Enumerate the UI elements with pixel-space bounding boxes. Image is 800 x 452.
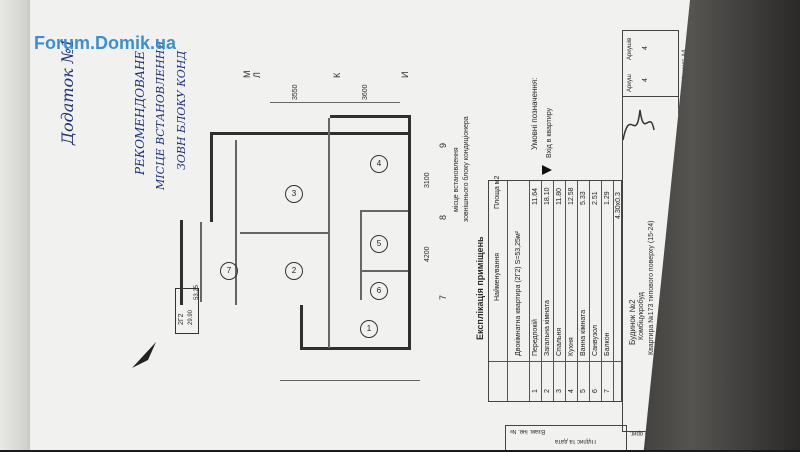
table-row-name: Санвузол <box>592 325 599 356</box>
dimension-label: 3100 <box>424 172 431 188</box>
axis-label: 7 <box>438 294 448 300</box>
table-row-area: 18.10 <box>544 187 551 205</box>
side-label-sign: Підпис та дата <box>555 438 596 444</box>
table-row-num: 7 <box>604 389 611 393</box>
table-row-name: Загальна кімната <box>544 300 551 356</box>
stamp-building: Будинок №2 <box>628 299 637 345</box>
handwritten-place: МІСЦЕ ВСТАНОВЛЕННЯ <box>154 40 167 190</box>
side-labels-box <box>505 425 627 450</box>
apartment-line: Двокімнатна квартира (2Г2) S=53,25м² <box>515 230 522 356</box>
table-row-name: Ванна кімната <box>580 309 587 356</box>
room-number: 4 <box>370 155 388 173</box>
room-number: 3 <box>285 185 303 203</box>
signature-mark <box>622 109 655 141</box>
stamp-apartment: Квартира №173 типового поверху (15-24) <box>648 220 655 355</box>
table-row-area: 5.33 <box>580 191 587 205</box>
header-area: Площа м2 <box>494 175 501 209</box>
stamp-sheets-label: Аркушів <box>627 37 633 60</box>
table-row-name: Передпокій <box>532 319 539 356</box>
table-row-num: 1 <box>532 389 539 393</box>
dimension-label: 4200 <box>424 246 431 262</box>
stamp-sheets-value: 4 <box>642 46 649 50</box>
apartment-code: 2Г2 <box>178 313 185 325</box>
table-row-num: 5 <box>580 389 587 393</box>
balcony-dims: 4.30x0.3 <box>615 192 622 219</box>
table-row-area: 11.80 <box>556 188 563 205</box>
north-arrow-icon <box>132 342 156 368</box>
dimension-label: 3600 <box>362 84 369 100</box>
table-row-area: 12.58 <box>568 187 575 205</box>
legend-entry: Вхід в квартиру <box>546 107 553 158</box>
legend-title: Умовні позначення: <box>530 77 539 150</box>
apartment-area: 53.25 <box>194 284 200 300</box>
table-row-area: 2.51 <box>592 191 599 205</box>
room-number: 7 <box>220 262 238 280</box>
explication-title: Експлікація приміщень <box>475 236 485 340</box>
sheet-count-box <box>622 30 679 97</box>
ac-note: місце встановлення <box>453 147 460 212</box>
table-row-area: 11.64 <box>532 188 539 205</box>
table-row-name: Балкон <box>604 332 611 356</box>
apartment-code-box <box>175 288 199 334</box>
header-name: Найменування <box>494 253 501 301</box>
handwritten-outdoor: ЗОВН БЛОКУ КОНД <box>175 50 188 170</box>
axis-label: М <box>242 70 252 79</box>
dimension-label: 3550 <box>292 84 299 100</box>
stamp-complex: Комбіцукробуд <box>638 292 645 340</box>
axis-label: 9 <box>438 142 448 148</box>
ac-note: зовнішнього блоку кондиціонера <box>463 116 470 222</box>
document-sheet: Додаток №1 РЕКОМЕНДОВАНЕ МІСЦЕ ВСТАНОВЛЕ… <box>30 0 690 450</box>
stamp-sheet-label: Аркуш <box>627 74 633 92</box>
table-row-num: 6 <box>592 389 599 393</box>
room-number: 1 <box>360 320 378 338</box>
axis-label: Л <box>252 72 262 78</box>
explication-table: Найменування Площа м2 Двокімнатна кварти… <box>488 176 622 402</box>
apartment-area: 29.90 <box>188 309 194 325</box>
axis-label: К <box>332 72 342 78</box>
table-row-name: Кухня <box>568 337 575 356</box>
stamp-sheet-value: 4 <box>642 78 649 82</box>
axis-label: И <box>400 71 410 78</box>
table-row-num: 2 <box>544 389 551 393</box>
site-watermark: Forum.Domik.ua <box>34 33 177 53</box>
table-row-name: Спальня <box>556 327 563 356</box>
room-number: 2 <box>285 262 303 280</box>
entrance-arrow-icon <box>542 165 552 175</box>
axis-label: 8 <box>438 214 448 220</box>
room-number: 6 <box>370 282 388 300</box>
table-row-area: 1.29 <box>604 191 611 205</box>
handwritten-recommended: РЕКОМЕНДОВАНЕ <box>133 50 147 175</box>
side-label-replace: Взам. інв. № <box>510 428 546 434</box>
room-number: 5 <box>370 235 388 253</box>
table-row-num: 4 <box>568 389 575 393</box>
table-row-num: 3 <box>556 389 563 393</box>
